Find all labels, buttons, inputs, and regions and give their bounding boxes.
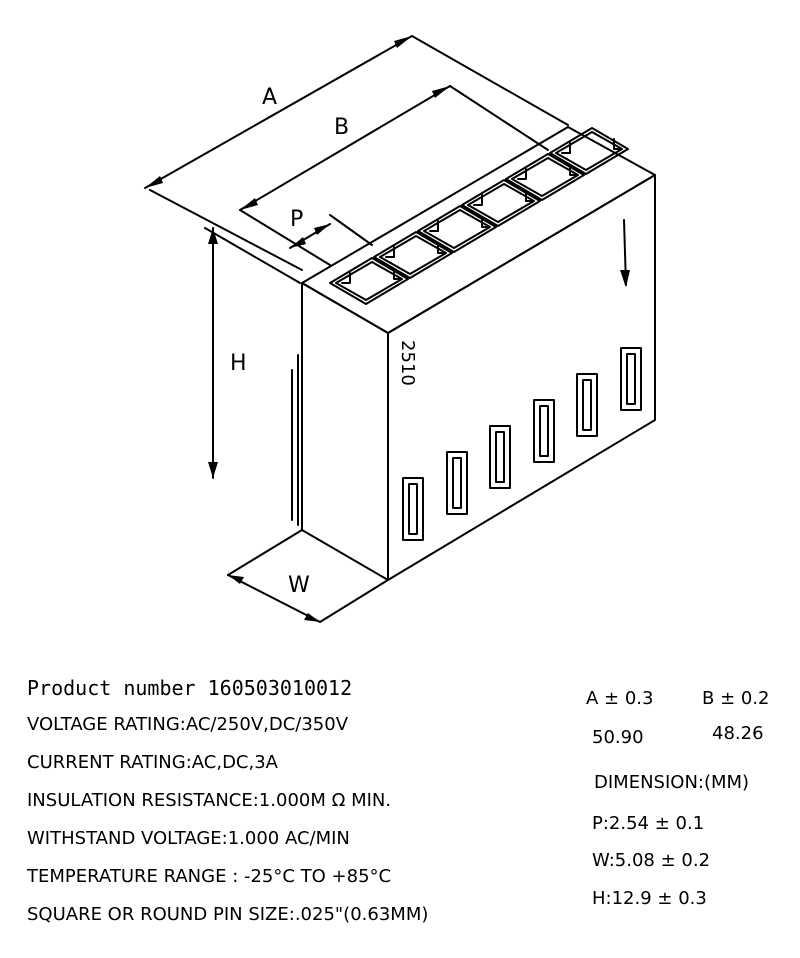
cavity-5 [505,153,585,201]
dim-b-value: 48.26 [712,723,764,744]
body-mark: 2510 [397,340,418,386]
dimension-title: DIMENSION:(MM) [594,772,750,793]
arrow-w-left [228,575,244,584]
cavity-2 [373,231,453,279]
label-w: W [288,573,310,598]
dim-b-header: B ± 0.2 [702,688,770,709]
current-rating: CURRENT RATING:AC,DC,3A [27,752,278,773]
arrow-w-right [304,613,320,622]
arrow-h-top [208,228,218,244]
withstand-voltage: WITHSTAND VOLTAGE:1.000 AC/MIN [27,828,350,849]
cavity-4 [461,179,541,227]
arrow-b-right [432,86,450,98]
arrow-p-left [290,237,306,248]
polarity-arrow-head [620,270,630,287]
side-windows [402,347,642,541]
housing-front-face [301,282,389,581]
dim-p: P:2.54 ± 0.1 [592,813,705,834]
connector-drawing: A B P H W 2510 [144,35,656,623]
product-number: Product number 160503010012 [27,676,353,700]
dim-a-value: 50.90 [592,727,644,748]
label-h: H [230,351,247,376]
housing-side-face [387,174,656,581]
insulation-resistance: INSULATION RESISTANCE:1.000M Ω MIN. [27,790,392,811]
cavity-6 [549,127,629,175]
dim-a-header: A ± 0.3 [586,688,654,709]
label-b: B [334,115,349,140]
cavities [329,127,629,305]
dim-w: W:5.08 ± 0.2 [592,850,711,871]
arrow-a-right [394,36,412,48]
label-a: A [262,85,277,110]
pin-size: SQUARE OR ROUND PIN SIZE:.025"(0.63MM) [27,904,429,925]
arrow-a-left [145,176,163,188]
voltage-rating: VOLTAGE RATING:AC/250V,DC/350V [27,714,349,735]
arrow-p-right [314,224,330,235]
arrow-h-bottom [208,462,218,478]
arrow-b-left [240,198,258,210]
label-p: P [290,207,303,232]
housing-top-face [301,126,656,334]
cavity-3 [417,205,497,253]
temperature-range: TEMPERATURE RANGE : -25°C TO +85°C [27,866,392,887]
dim-h: H:12.9 ± 0.3 [592,888,707,909]
cavity-1 [329,257,409,305]
